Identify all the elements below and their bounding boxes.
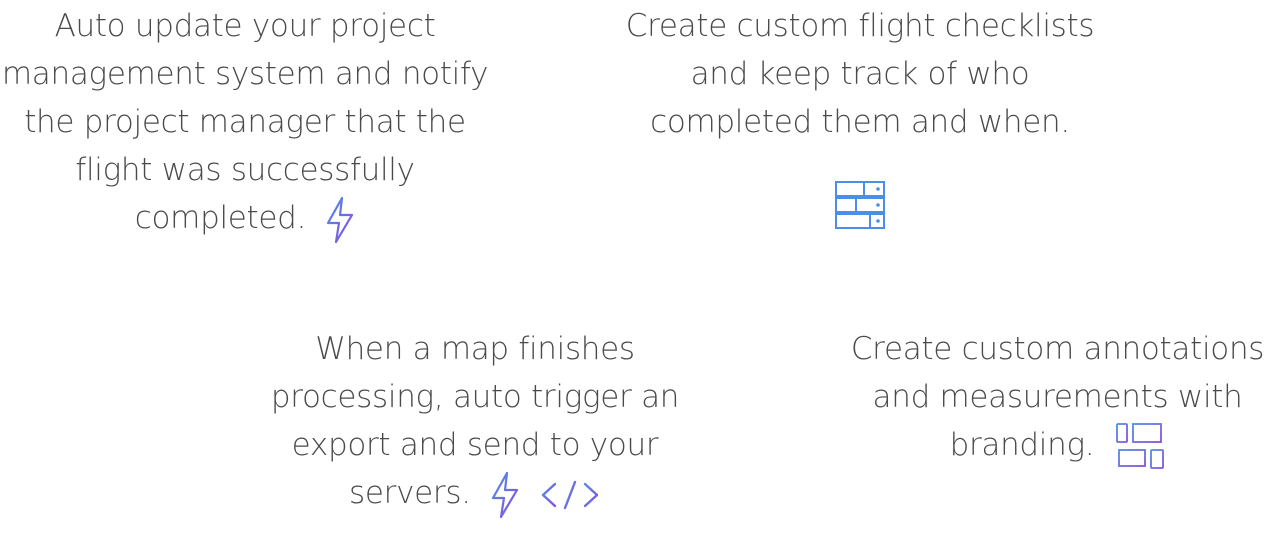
feature-text: Auto update your project management syst… [1, 8, 489, 236]
server-stack-icon [834, 180, 886, 232]
code-icon [539, 478, 601, 512]
feature-annotations: Create custom annotations and measuremen… [830, 325, 1285, 472]
feature-text: When a map finishes processing, auto tri… [270, 331, 680, 511]
devices-icon [1113, 422, 1165, 472]
lightning-icon [490, 471, 520, 519]
lightning-icon [325, 196, 355, 244]
feature-project-update: Auto update your project management syst… [0, 2, 490, 244]
feature-text: Create custom flight checklists and keep… [625, 8, 1095, 140]
feature-flight-checklists: Create custom flight checklists and keep… [615, 2, 1105, 146]
feature-text: Create custom annotations and measuremen… [850, 331, 1265, 463]
feature-map-export: When a map finishes processing, auto tri… [230, 325, 720, 519]
